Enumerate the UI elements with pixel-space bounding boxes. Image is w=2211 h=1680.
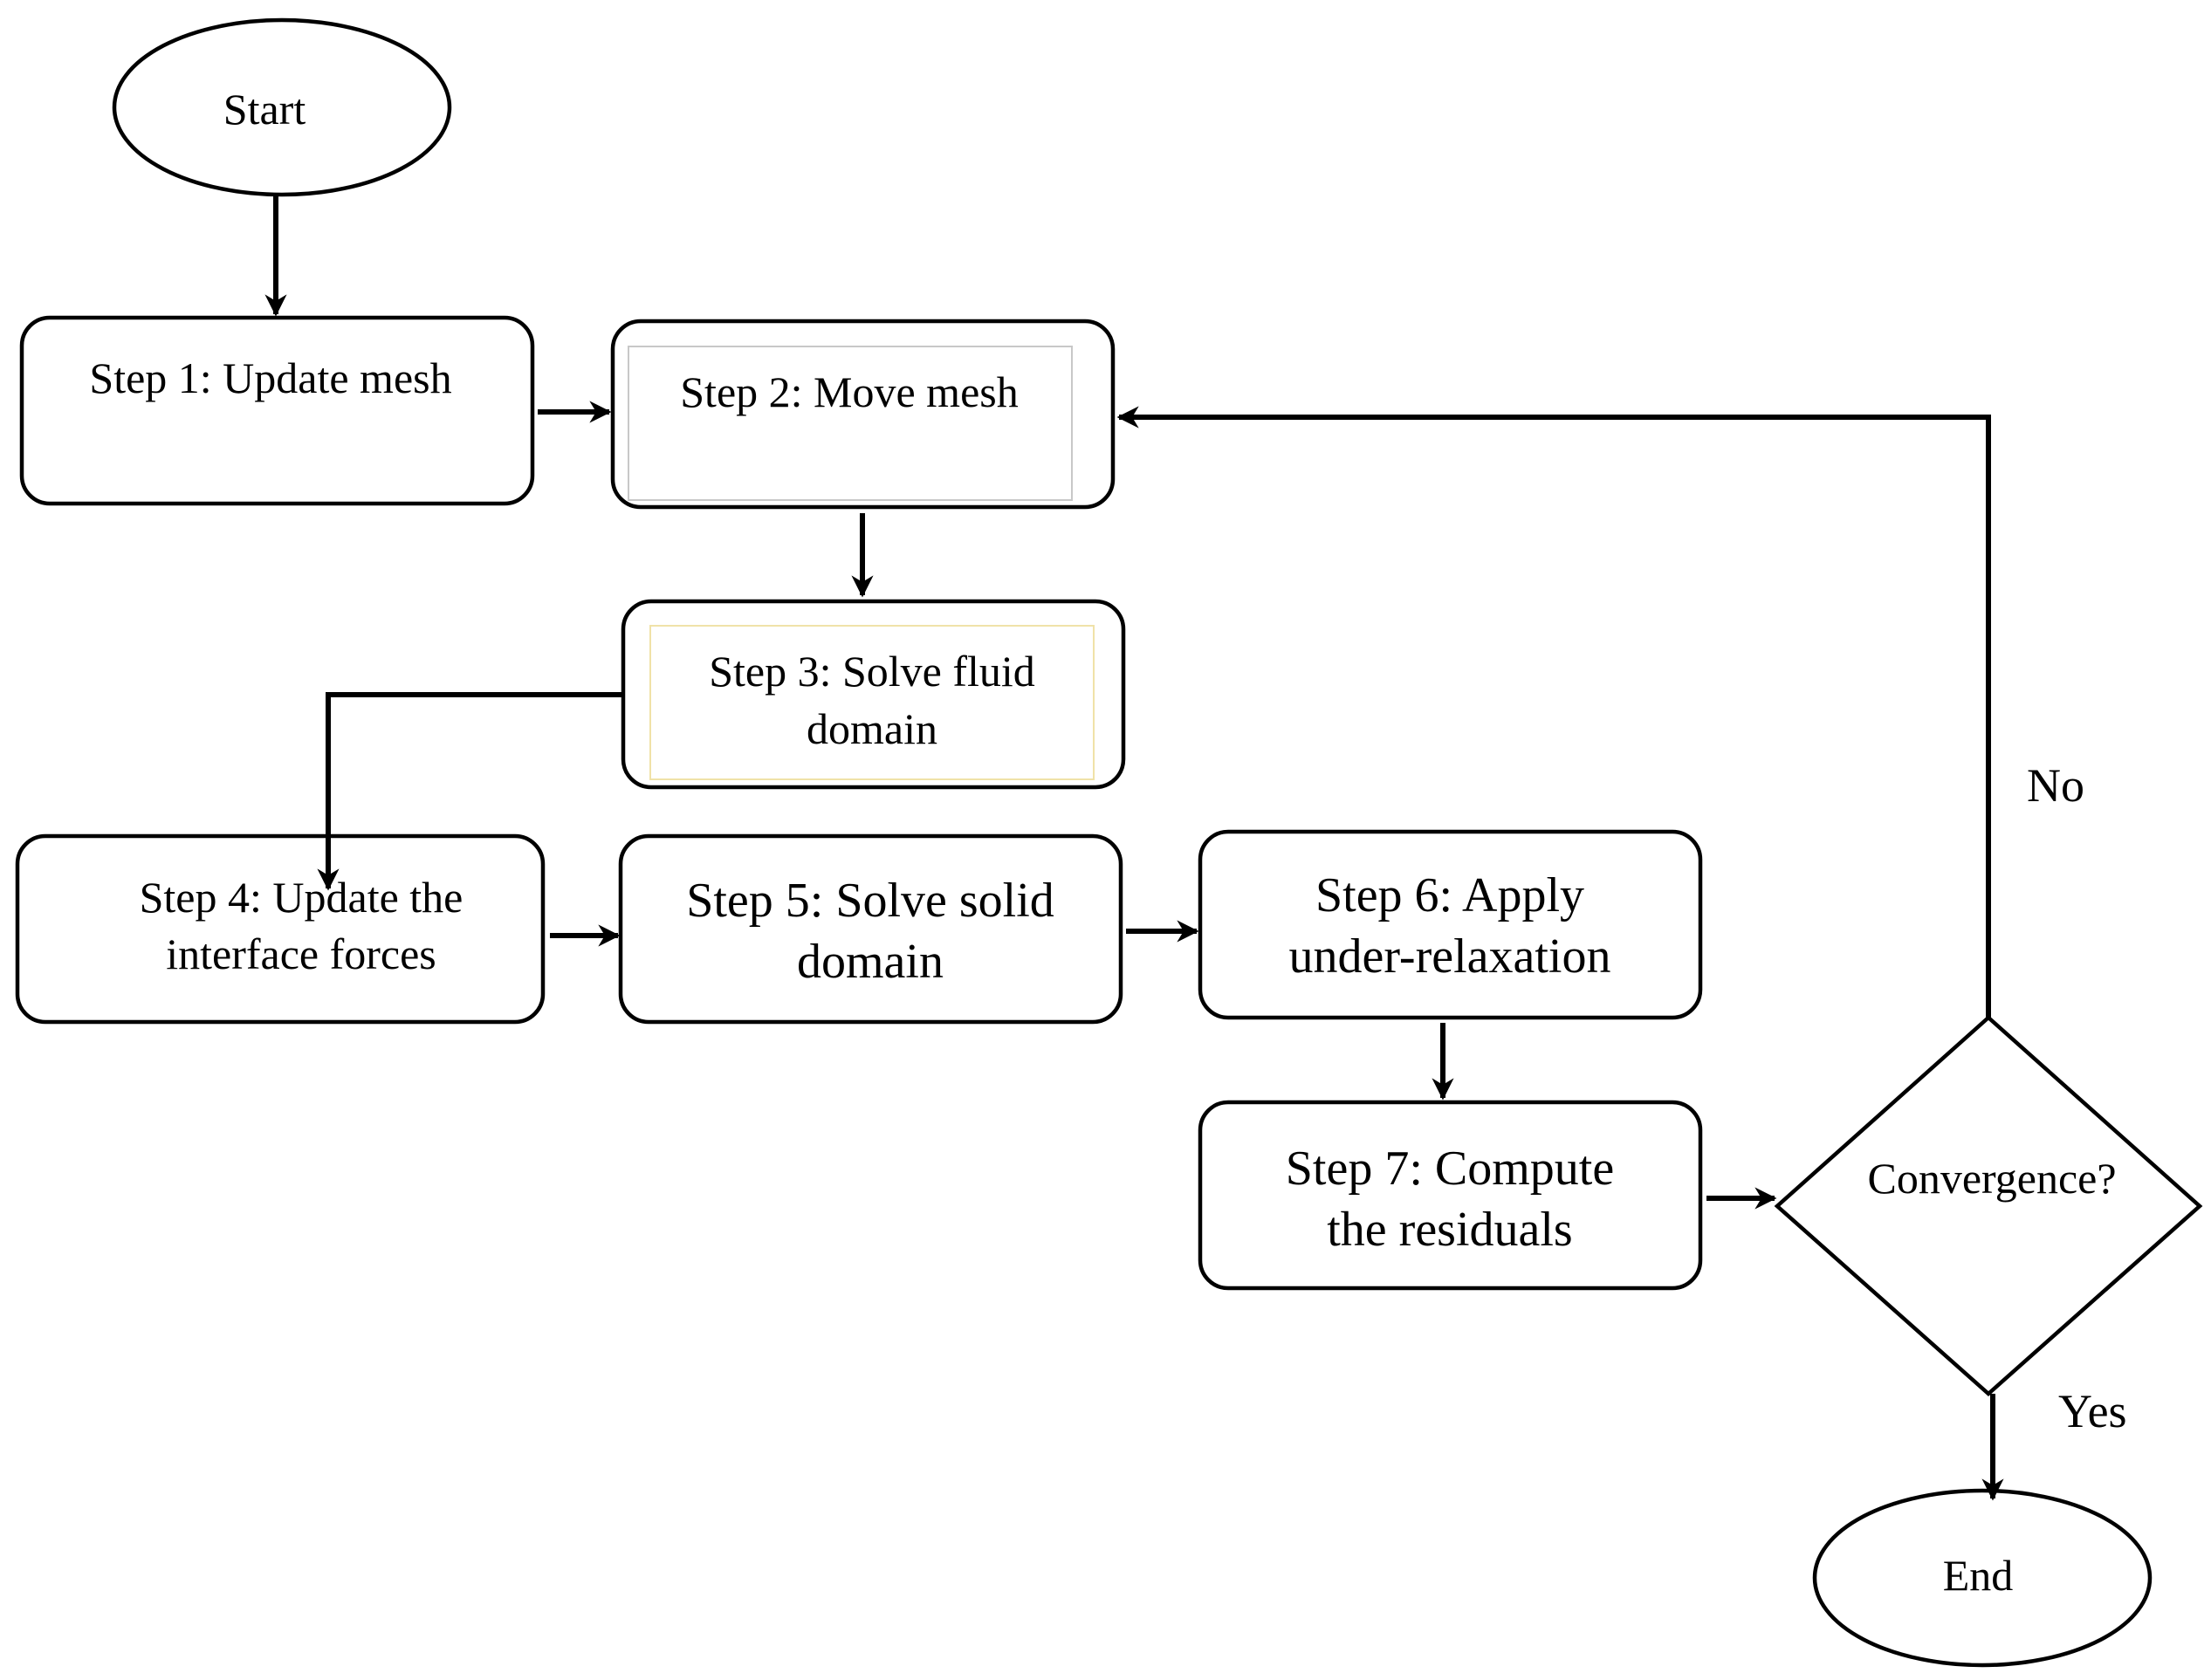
step-3-label-line2: domain bbox=[807, 704, 937, 753]
step-1-node: Step 1: Update mesh bbox=[19, 315, 535, 506]
step-5-label-line1: Step 5: Solve solid bbox=[686, 874, 1054, 928]
step-5-node: Step 5: Solve solid domain bbox=[618, 833, 1123, 1025]
step-4-node: Step 4: Update the interface forces bbox=[15, 833, 546, 1025]
end-node: End bbox=[1812, 1488, 2153, 1668]
step-2-node: Step 2: Move mesh bbox=[610, 319, 1116, 510]
step-6-label-line2: under-relaxation bbox=[1289, 929, 1611, 984]
yes-label: Yes bbox=[2058, 1385, 2127, 1437]
step-7-node: Step 7: Compute the residuals bbox=[1198, 1100, 1703, 1291]
step-2-label: Step 2: Move mesh bbox=[680, 367, 1018, 416]
edge-decision-no-to-step2 bbox=[1116, 406, 1991, 1018]
step-7-label-line1: Step 7: Compute bbox=[1286, 1142, 1614, 1196]
convergence-decision: Convergence? bbox=[1774, 1014, 2203, 1397]
step-1-label: Step 1: Update mesh bbox=[89, 353, 451, 402]
end-label: End bbox=[1943, 1551, 2014, 1600]
step-4-label-line2: interface forces bbox=[166, 929, 436, 978]
step-7-label-line2: the residuals bbox=[1327, 1203, 1572, 1257]
step-4-label-line1: Step 4: Update the bbox=[140, 873, 463, 922]
step-6-node: Step 6: Apply under-relaxation bbox=[1198, 829, 1703, 1020]
start-node: Start bbox=[112, 17, 452, 197]
decision-label: Convergence? bbox=[1867, 1154, 2116, 1203]
step-3-node: Step 3: Solve fluid domain bbox=[621, 599, 1126, 790]
step-6-label-line1: Step 6: Apply bbox=[1315, 868, 1584, 922]
step-5-label-line2: domain bbox=[797, 935, 944, 989]
step-3-label-line1: Step 3: Solve fluid bbox=[709, 647, 1035, 696]
no-label: No bbox=[2027, 759, 2084, 812]
edge-step3-to-step4 bbox=[317, 692, 623, 891]
start-label: Start bbox=[223, 85, 306, 134]
